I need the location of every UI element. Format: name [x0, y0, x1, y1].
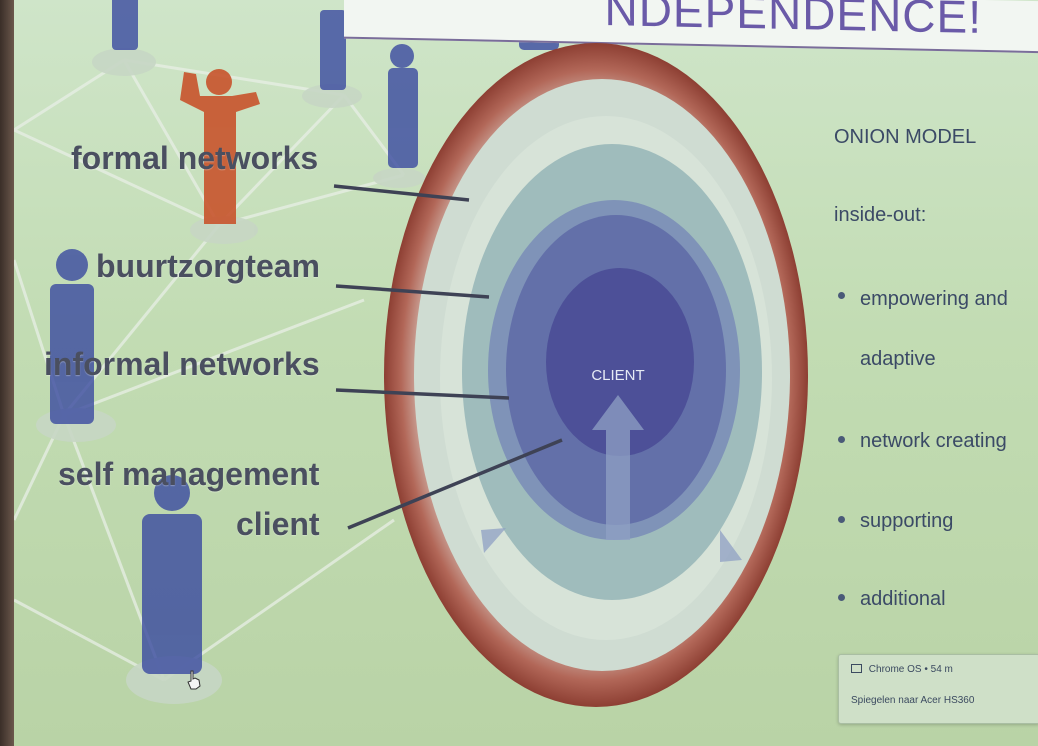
- notification-header: Chrome OS • 54 m: [851, 664, 953, 675]
- label-self-management: self management: [58, 456, 320, 492]
- leader-line-informal: [335, 388, 510, 400]
- leader-line-team: [335, 284, 490, 299]
- bullet-icon: [838, 594, 845, 601]
- sidebar-title: ONION MODEL: [834, 126, 977, 148]
- bullet-icon: [838, 436, 845, 443]
- onion-diagram: CLIENT: [333, 43, 808, 707]
- slide-screen: NDEPENDENCE! CLIENT: [14, 0, 1038, 746]
- notification-message: Spiegelen naar Acer HS360: [851, 695, 975, 706]
- notification-time: 54 m: [930, 664, 953, 675]
- list-item-empowering: empowering and: [860, 288, 1008, 310]
- notification-source: Chrome OS: [868, 664, 922, 675]
- core-client: [546, 268, 694, 456]
- bullet-icon: [838, 516, 845, 523]
- list-item-adaptive: adaptive: [860, 348, 936, 370]
- label-client: client: [236, 506, 320, 542]
- notification-separator: •: [924, 664, 928, 675]
- cast-notification[interactable]: Chrome OS • 54 m Spiegelen naar Acer HS3…: [838, 654, 1038, 724]
- label-formal-networks: formal networks: [71, 140, 319, 176]
- bullet-icon: [838, 292, 845, 299]
- client-label: CLIENT: [591, 367, 644, 384]
- hand-cursor-icon: [187, 670, 201, 690]
- arrow-down-left-icon: [481, 528, 506, 553]
- monitor-icon: [851, 664, 862, 673]
- label-buurtzorgteam: buurtzorgteam: [96, 248, 320, 284]
- leader-line-self: [347, 438, 563, 530]
- list-item-network-creating: network creating: [860, 430, 1007, 452]
- leader-line-formal: [333, 184, 470, 202]
- projection-frame: [0, 0, 14, 746]
- arrow-down-right-icon: [720, 530, 742, 562]
- arrow-up-icon: [592, 395, 644, 540]
- list-item-supporting: supporting: [860, 510, 954, 532]
- label-informal-networks: informal networks: [44, 346, 320, 382]
- list-item-additional: additional: [860, 588, 946, 610]
- sidebar-subtitle: inside-out:: [834, 204, 927, 226]
